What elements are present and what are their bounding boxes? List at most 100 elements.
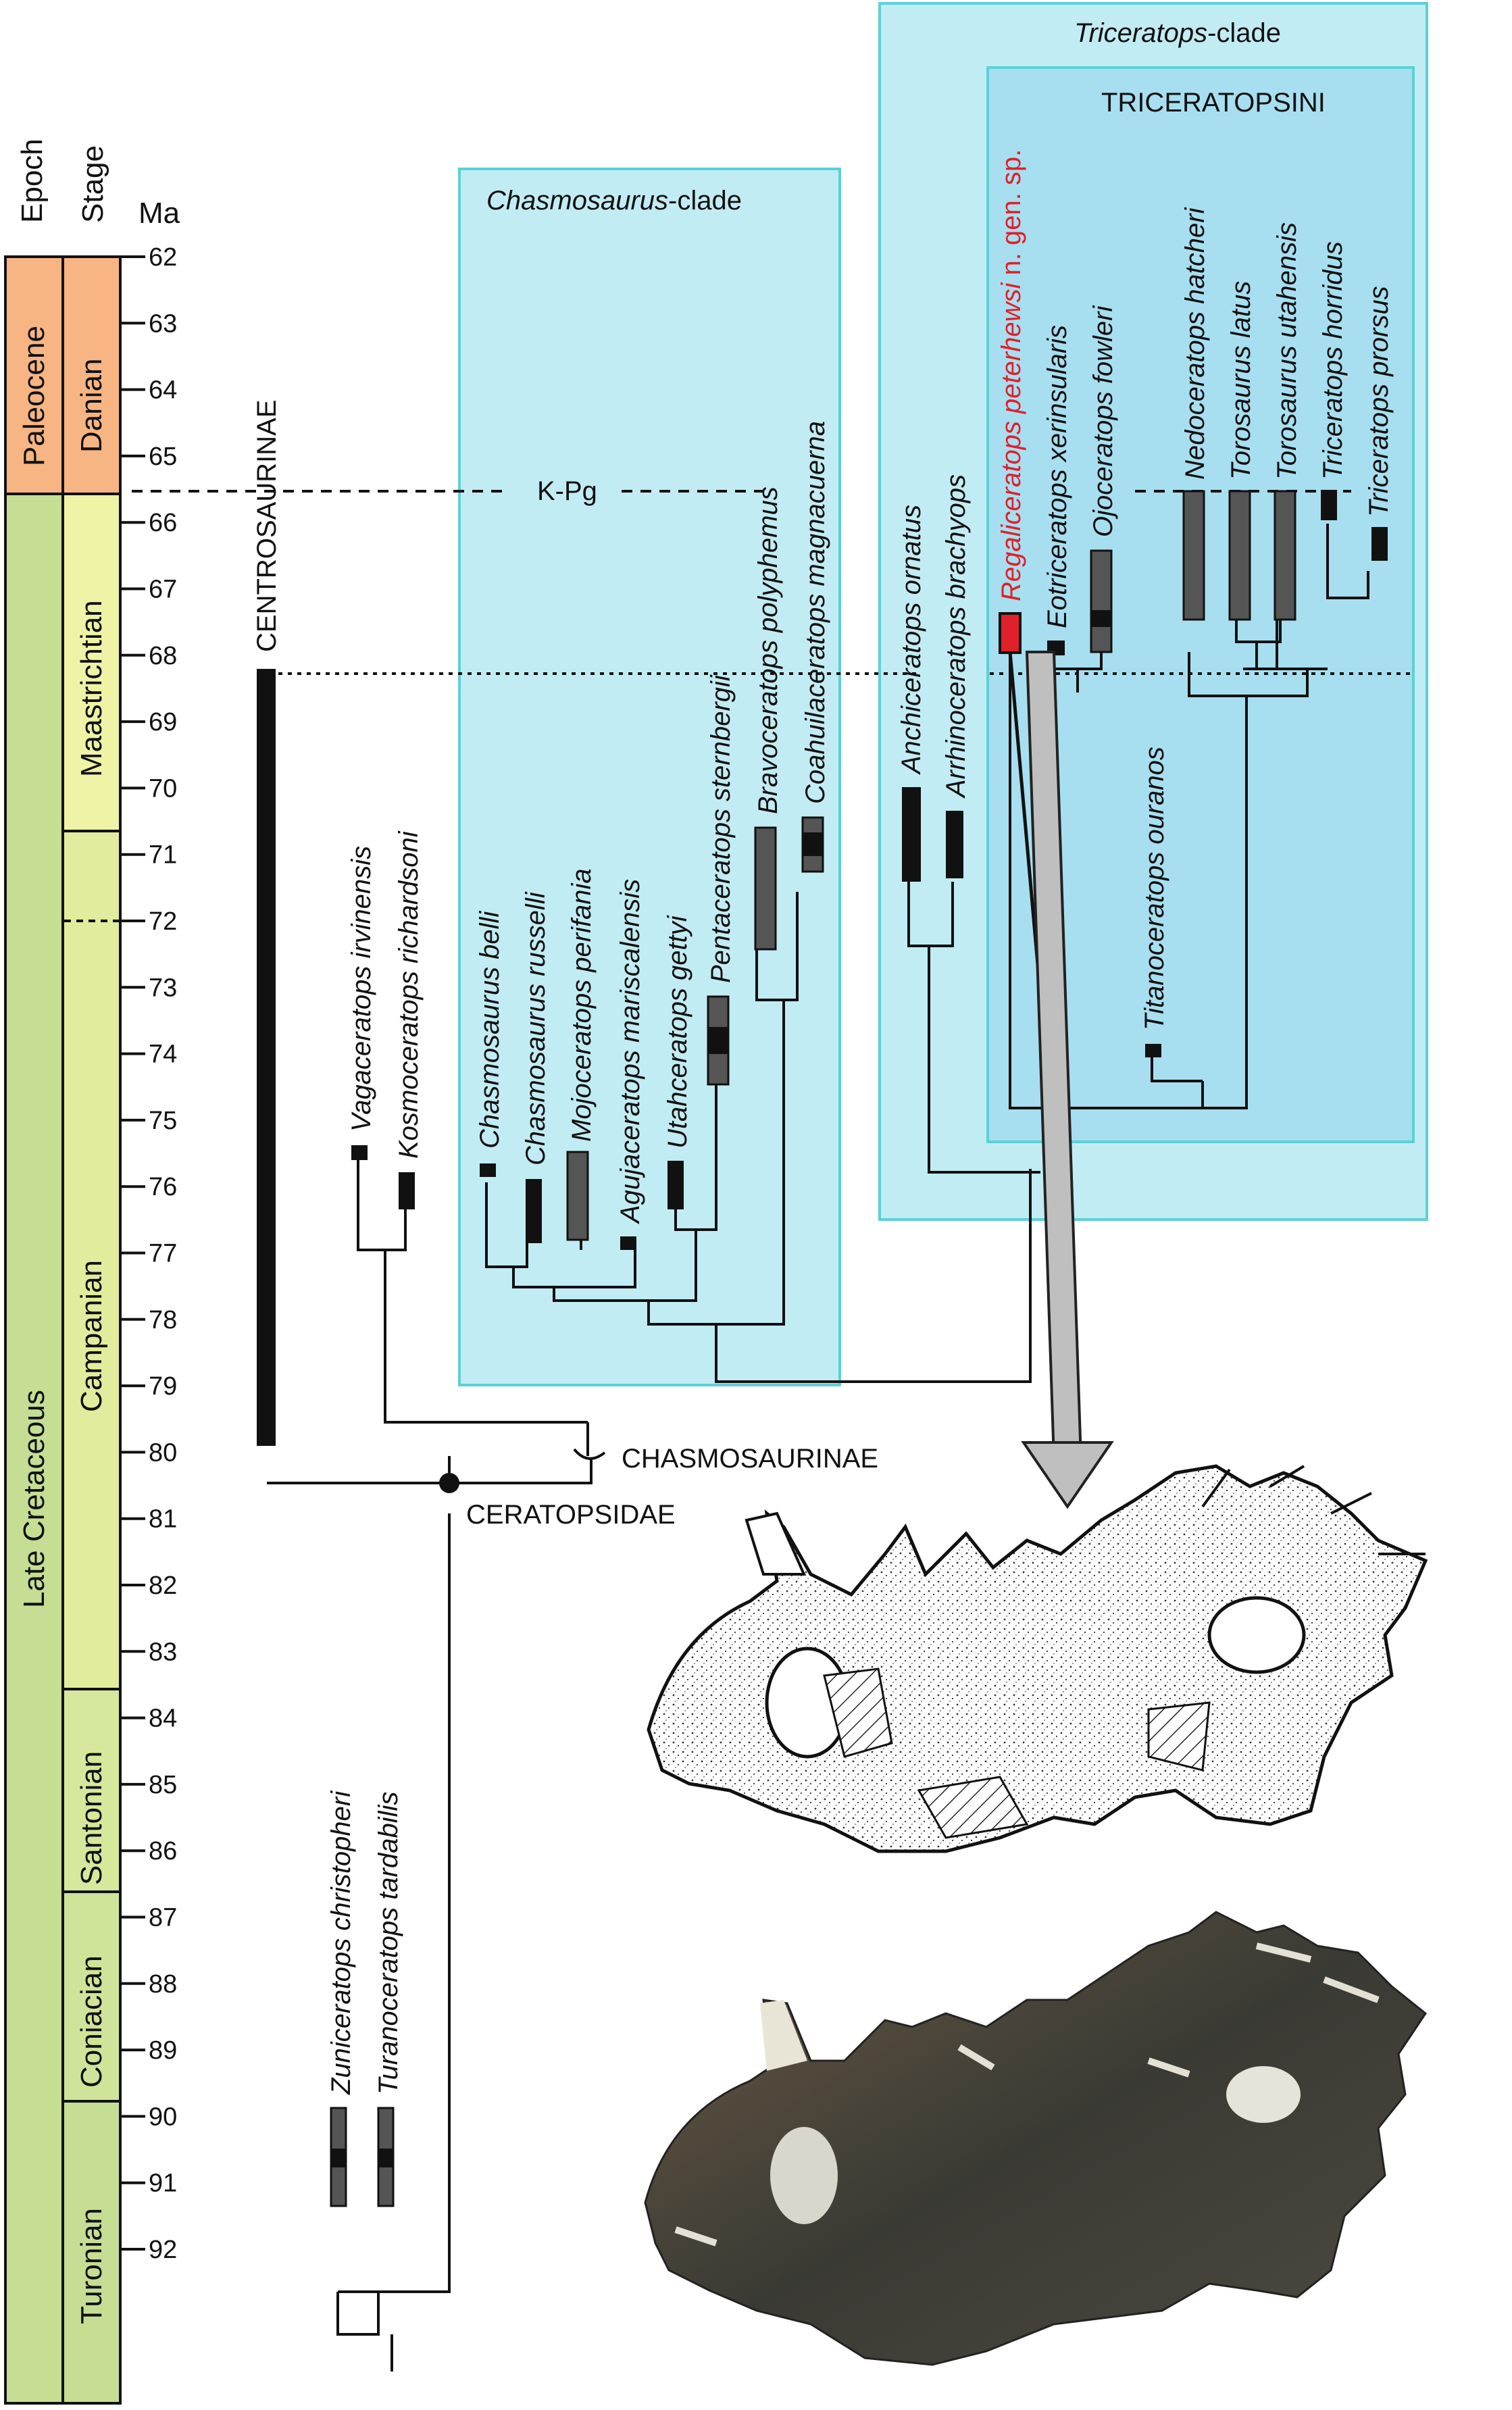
epoch-late-cretaceous-label: Late Cretaceous [18, 1390, 51, 1608]
taxon-label-utahceratops: Utahceratops gettyi [663, 915, 692, 1149]
epoch-header: Epoch [16, 139, 49, 223]
hatched-region-2 [1147, 1701, 1211, 1772]
taxon-range-bars [330, 490, 1388, 2207]
frill-epoccipitals [1201, 1465, 1426, 1555]
skull-drawing [647, 1464, 1428, 1853]
age-tick-label: 75 [149, 1107, 177, 1135]
age-tick-label: 78 [149, 1306, 177, 1334]
taxon-label-regaliceratops: Regaliceratops peterhewsi n. gen. sp. [997, 149, 1026, 601]
age-tick-label: 82 [149, 1572, 177, 1600]
taxon-label-vagaceratops: Vagaceratops irvinensis [347, 846, 376, 1132]
age-tick-label: 63 [149, 309, 177, 338]
time-scale: Epoch Stage Ma Paleocene Late Cretaceous… [4, 139, 180, 2405]
age-tick-label: 71 [149, 841, 177, 870]
chasmosaurus-clade-box [458, 168, 841, 1386]
nasal-horn [745, 1511, 807, 1576]
taxon-label-zuniceratops: Zuniceratops christopheri [326, 1790, 356, 2095]
taxon-label-turanoceratops: Turanoceratops tardabilis [374, 1792, 403, 2094]
age-tick-label: 88 [149, 1970, 177, 1999]
chasmosaurus-clade-label: Chasmosaurus-clade [486, 186, 742, 216]
stage-maastrichtian-label: Maastrichtian [75, 600, 108, 777]
k-pg-label: K-Pg [537, 476, 597, 506]
stage-header: Stage [76, 145, 109, 223]
taxon-label-triceratops-horridus: Triceratops horridus [1318, 241, 1348, 480]
stage-turonian-cell [61, 2100, 122, 2405]
taxon-label-coahuilaceratops: Coahuilaceratops magnacuerna [801, 421, 830, 804]
age-tick-label: 92 [149, 2236, 177, 2264]
photo-orbit [770, 2127, 838, 2224]
age-tick-label: 79 [149, 1372, 177, 1401]
age-tick-label: 87 [149, 1904, 177, 1932]
triceratops-clade-label: Triceratops-clade [1074, 18, 1281, 48]
taxon-label-chasmosaurus-belli: Chasmosaurus belli [475, 911, 505, 1149]
age-tick-label: 77 [149, 1240, 177, 1268]
age-tick-label: 80 [149, 1438, 177, 1467]
age-tick-label: 83 [149, 1638, 177, 1666]
skull-photo-body [644, 1911, 1428, 2366]
age-tick-label: 65 [149, 443, 177, 471]
taxon-label-anchiceratops: Anchiceratops ornatus [897, 505, 926, 775]
taxon-label-triceratops-prorsus: Triceratops prorsus [1364, 286, 1394, 517]
chasmosaurinae-label: CHASMOSAURINAE [622, 1444, 878, 1474]
supratemporal-fenestra [1207, 1596, 1306, 1674]
skull-photo [644, 1911, 1428, 2366]
ma-header: Ma [138, 197, 180, 230]
centrosaurinae-range-bar [257, 669, 276, 1446]
age-tick-label: 86 [149, 1837, 177, 1865]
age-tick-label: 81 [149, 1505, 177, 1534]
stage-coniacian-label: Coniacian [75, 1955, 108, 2088]
age-tick-label: 66 [149, 509, 177, 537]
centrosaurinae-label: CENTROSAURINAE [252, 400, 282, 652]
age-tick-label: 70 [149, 774, 177, 803]
epoch-late-cretaceous-cell [4, 493, 64, 2405]
taxon-label-titanoceratops: Titanoceratops ouranos [1140, 747, 1169, 1030]
age-tick-label: 85 [149, 1771, 177, 1799]
age-tick-label: 74 [149, 1040, 177, 1069]
age-tick-label: 73 [149, 974, 177, 1002]
chasmosaurinae-node-mark [573, 1448, 606, 1460]
taxon-label-eotriceratops: Eotriceratops xerinsularis [1042, 325, 1072, 628]
ceratopsidae-label: CERATOPSIDAE [466, 1500, 676, 1530]
taxon-label-pentaceratops: Pentaceratops sternbergii [706, 674, 736, 983]
taxon-label-chasmosaurus-russelli: Chasmosaurus russelli [521, 891, 551, 1165]
age-tick-label: 62 [149, 243, 177, 272]
age-tick-label: 91 [149, 2169, 177, 2198]
age-tick-label: 84 [149, 1705, 177, 1733]
pointer-arrow [1008, 651, 1114, 1509]
age-tick-label: 67 [149, 576, 177, 604]
photo-highlights [674, 1942, 1380, 2246]
tree-branches [267, 524, 1369, 2371]
epoch-paleocene-label: Paleocene [18, 326, 51, 466]
age-tick-label: 64 [149, 376, 177, 405]
taxon-label-kosmoceratops: Kosmoceratops richardsoni [394, 830, 424, 1159]
stage-campanian-label: Campanian [75, 1260, 108, 1412]
photo-fenestra [1226, 2066, 1301, 2123]
taxon-label-agujaceratops: Agujaceratops mariscalensis [615, 879, 645, 1224]
taxon-label-mojoceratops: Mojoceratops perifania [567, 868, 597, 1142]
skull-drawing-outline [647, 1464, 1428, 1853]
epoch-paleocene-cell [4, 255, 64, 495]
taxon-label-bravoceratops: Bravoceratops polyphemus [753, 486, 783, 814]
age-tick-label: 69 [149, 708, 177, 736]
age-tick-label: 68 [149, 642, 177, 670]
hatched-region-1 [823, 1667, 893, 1758]
age-tick-label: 76 [149, 1173, 177, 1201]
hatched-region-3 [917, 1776, 1029, 1839]
taxon-label-arrhinoceratops: Arrhinoceratops brachyops [941, 474, 971, 799]
taxon-label-torosaurus-latus: Torosaurus latus [1226, 281, 1256, 480]
taxon-labels: Zuniceratops christopheri Turanoceratops… [326, 149, 1394, 2095]
age-ticks: 62 63 64 65 66 67 68 69 70 71 72 73 74 75 76 77 78 79 80 81… [120, 243, 177, 2264]
stage-turonian-label: Turonian [75, 2208, 108, 2324]
stage-santonian-label: Santonian [75, 1751, 108, 1885]
triceratopsini-label: TRICERATOPSINI [1101, 88, 1326, 118]
taxon-label-torosaurus-utahensis: Torosaurus utahensis [1272, 222, 1302, 480]
stage-santonian-cell [61, 1688, 122, 1893]
photo-nasal-horn [760, 2000, 807, 2071]
age-tick-label: 89 [149, 2036, 177, 2065]
ceratopsidae-node [439, 1473, 459, 1493]
age-tick-label: 72 [149, 907, 177, 936]
stage-maastrichtian-cell [61, 493, 122, 832]
taxon-label-nedoceratops: Nedoceratops hatcheri [1180, 207, 1210, 480]
stage-danian-label: Danian [75, 359, 108, 453]
